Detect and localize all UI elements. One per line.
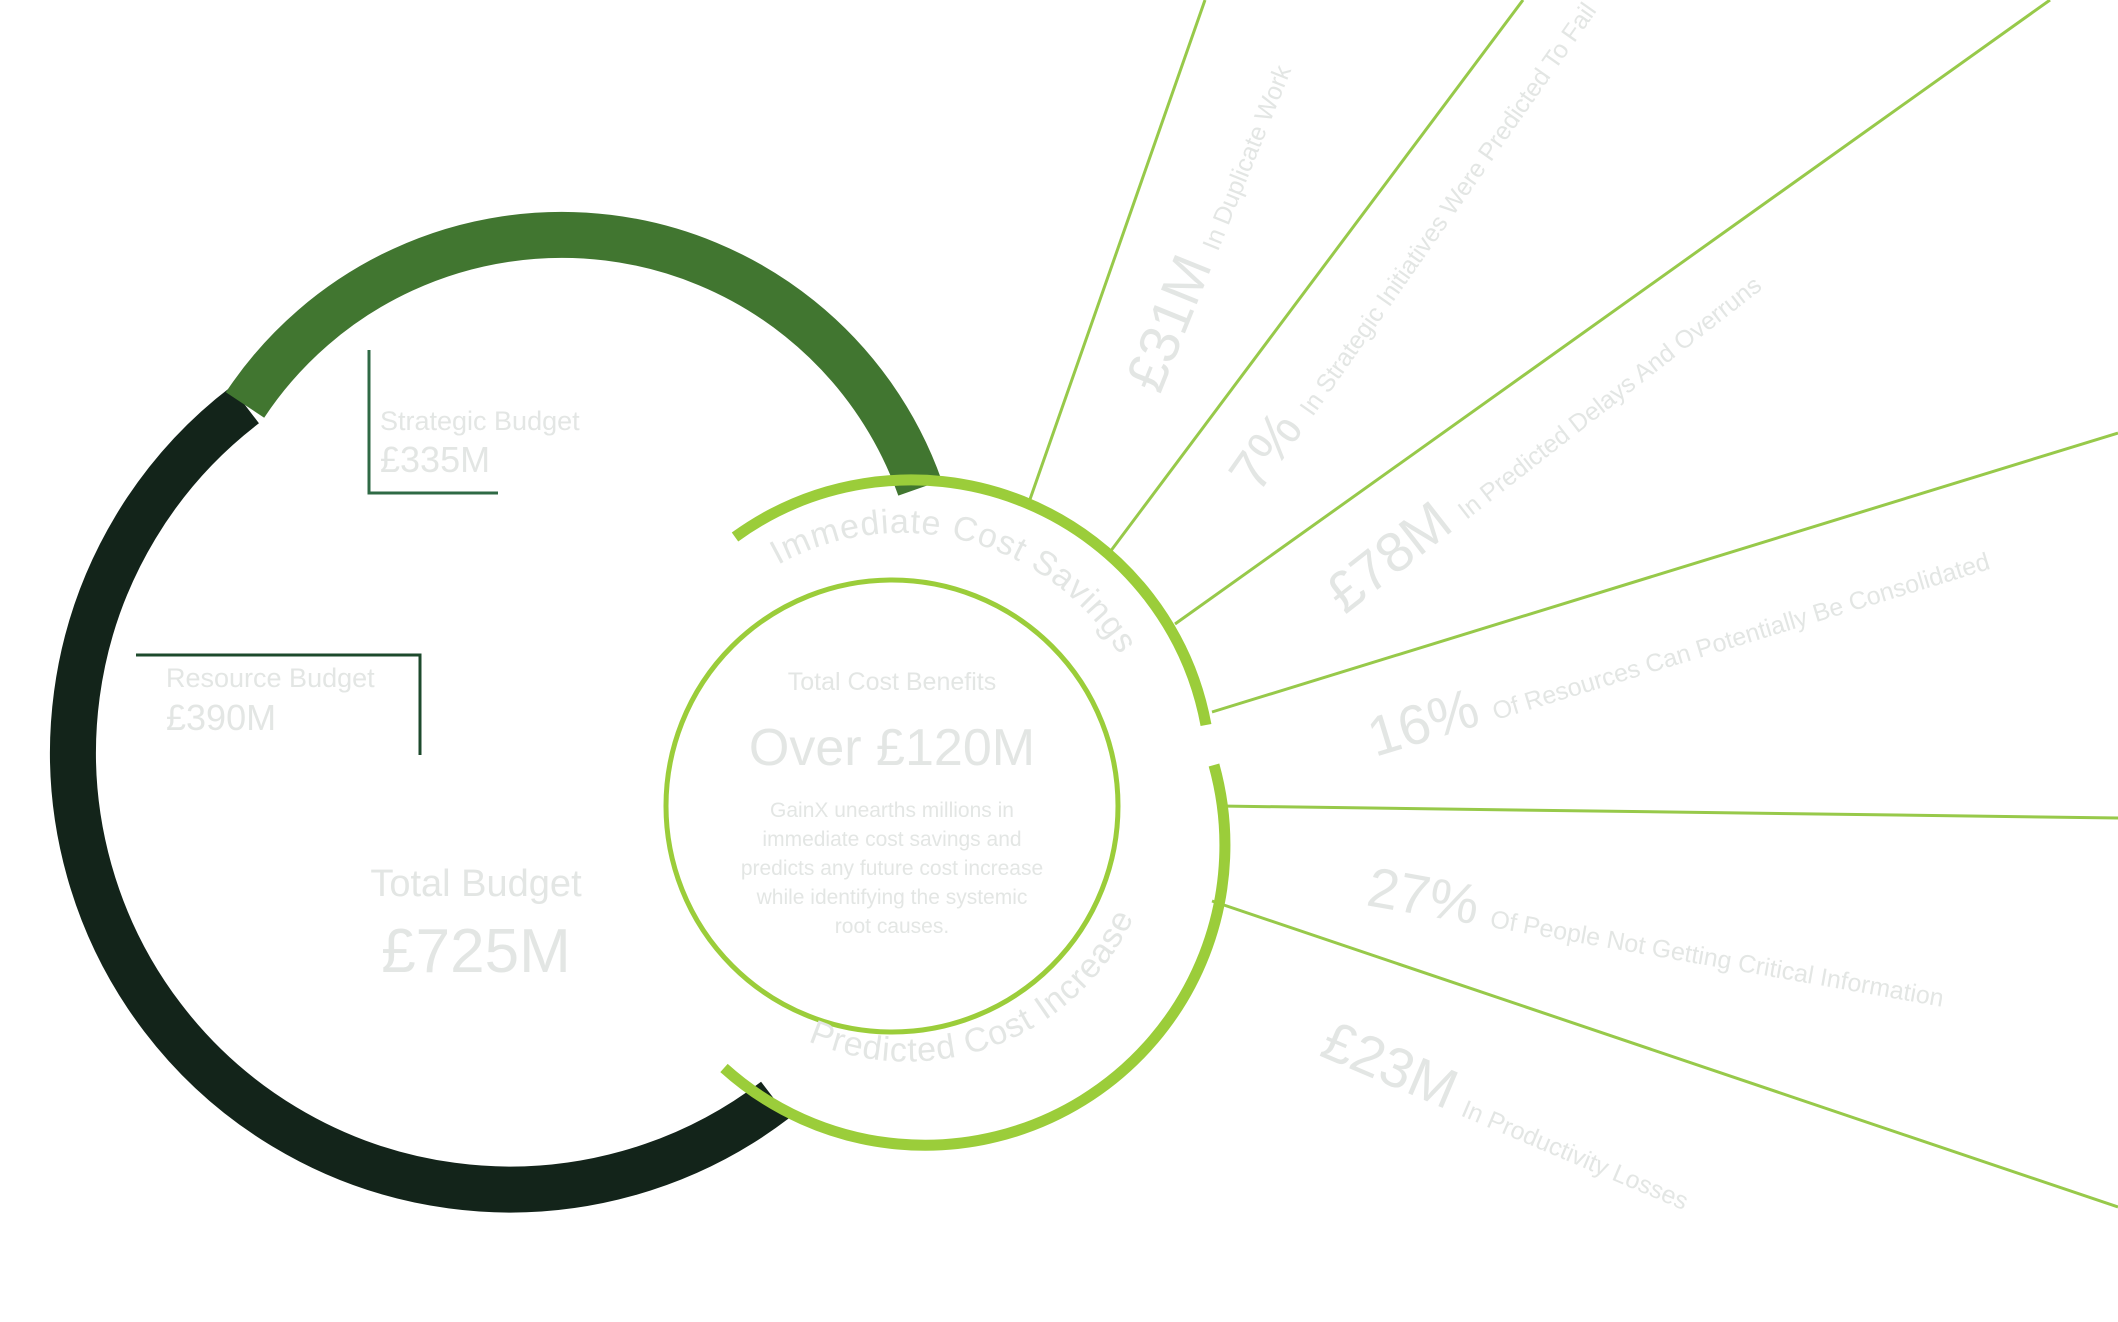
strategic-budget-leader	[367, 350, 498, 495]
benefit-ray-line	[1026, 0, 1207, 506]
strategic-budget-value: £335M	[380, 439, 490, 480]
description-line: while identifying the systemic	[756, 886, 1028, 909]
benefit-ray-value: 16%	[1360, 675, 1486, 768]
benefit-ray-value: 7%	[1216, 399, 1314, 501]
benefit-ray-text: In Duplicate Work	[1197, 61, 1297, 254]
immediate-savings-arc	[731, 474, 1212, 727]
total-budget-title: Total Budget	[370, 863, 582, 905]
benefit-ray-label: 16%Of Resources Can Potentially Be Conso…	[1360, 520, 1995, 769]
total-benefits-description: GainX unearths millions in immediate cos…	[741, 799, 1043, 938]
total-benefits-circle	[663, 577, 1121, 1035]
benefit-ray-line	[1211, 431, 2118, 714]
benefit-ray-value: £23M	[1313, 1008, 1467, 1121]
benefit-ray-line	[1218, 804, 2118, 820]
benefit-ray-value: £31M	[1113, 246, 1224, 399]
benefit-ray-value: 27%	[1363, 855, 1484, 937]
benefit-ray-label: 27%Of People Not Getting Critical Inform…	[1363, 855, 1951, 1019]
benefit-ray-line	[1108, 0, 1525, 553]
strategic-budget-label: Strategic Budget	[380, 406, 580, 436]
resource-budget-leader	[136, 653, 422, 755]
benefit-ray-line	[1174, 0, 2051, 626]
benefit-ray-line	[1211, 899, 2118, 1209]
benefit-ray-text: Of People Not Getting Critical Informati…	[1488, 905, 1946, 1012]
strategic-budget-arc	[225, 211, 942, 496]
benefit-ray-text: In Predicted Delays And Overruns	[1453, 271, 1767, 525]
description-line: predicts any future cost increase	[741, 857, 1043, 880]
benefit-ray-label: £31MIn Duplicate Work	[1113, 50, 1303, 399]
resource-budget-label: Resource Budget	[166, 663, 375, 693]
benefit-ray-label: £23MIn Productivity Losses	[1313, 1008, 1703, 1221]
description-line: immediate cost savings and	[762, 828, 1021, 851]
resource-budget-value: £390M	[166, 697, 276, 738]
total-benefits-headline: Over £120M	[749, 719, 1035, 777]
description-line: GainX unearths millions in	[770, 799, 1014, 822]
budget-ring	[49, 211, 942, 1213]
description-line: root causes.	[835, 915, 949, 938]
benefit-ray-text: In Strategic Initiatives Were Predicted …	[1294, 0, 1602, 421]
benefit-ray-text: In Productivity Losses	[1457, 1095, 1692, 1216]
benefit-ray-text: Of Resources Can Potentially Be Consolid…	[1489, 548, 1993, 726]
total-budget-value: £725M	[381, 917, 571, 986]
benefit-rays	[1026, 0, 2118, 1209]
total-benefits-title: Total Cost Benefits	[788, 668, 996, 696]
predicted-increase-arc	[720, 763, 1231, 1151]
resource-budget-arc	[49, 386, 789, 1213]
